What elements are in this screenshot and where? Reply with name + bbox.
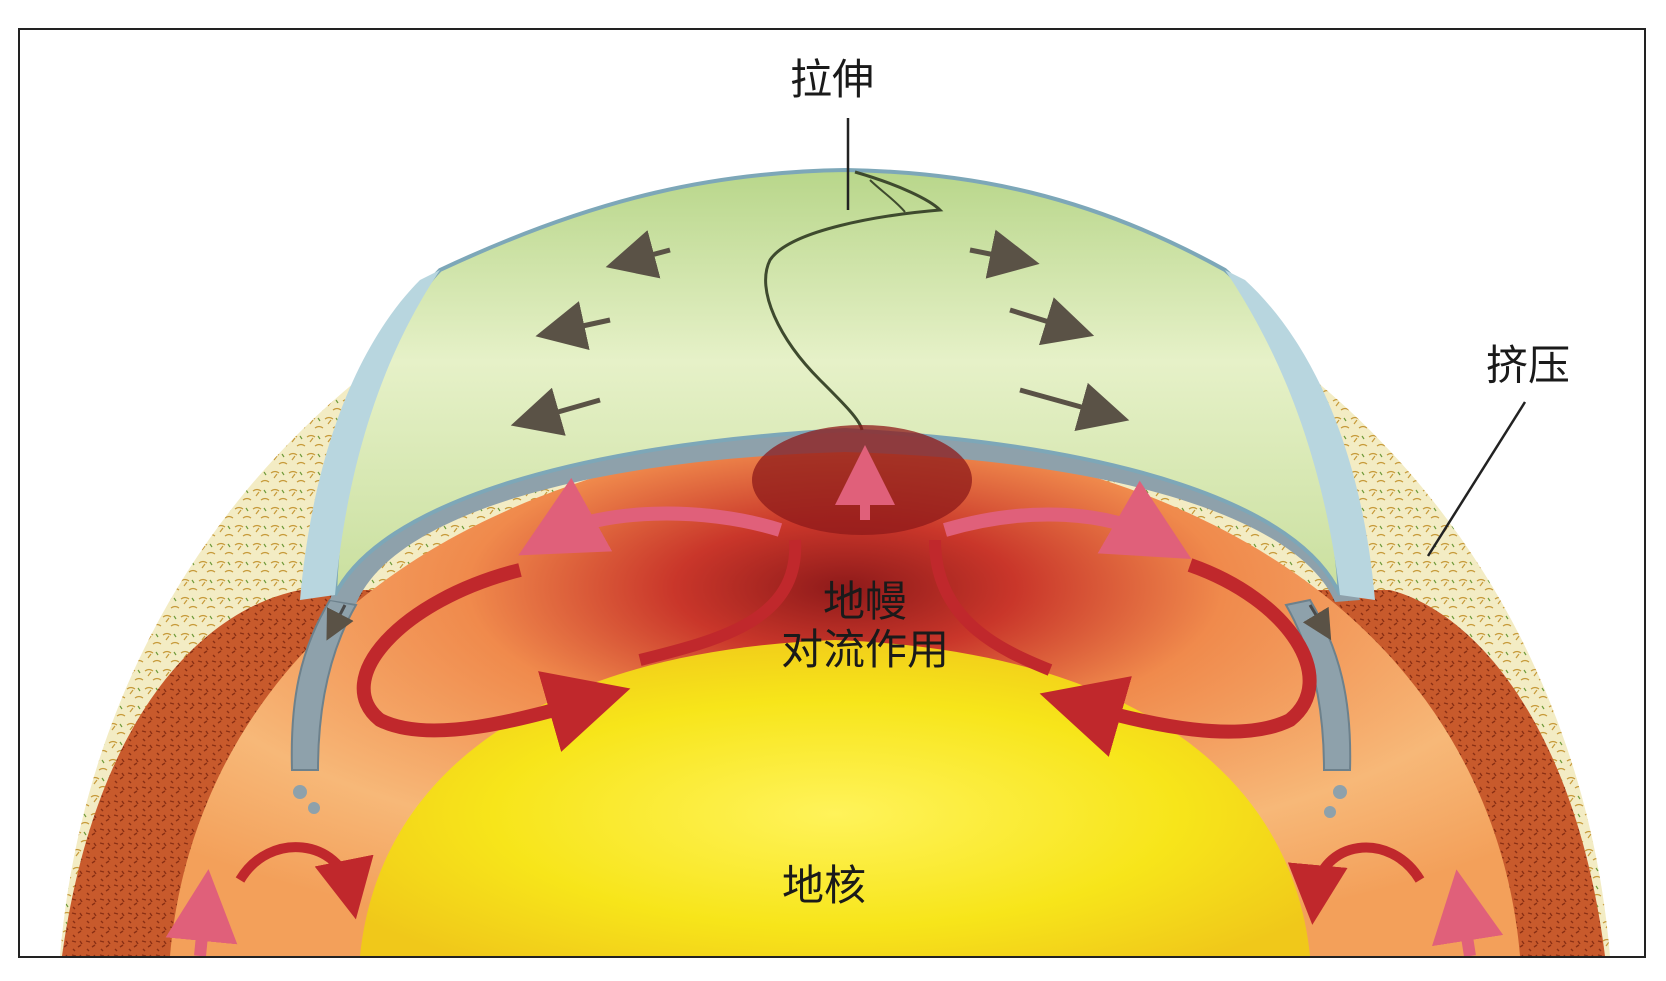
red-curved-arrow-icon (235, 842, 374, 920)
convection-label: 对流作用 (780, 625, 949, 675)
mantle-label-group: 地幔 对流作用 (770, 577, 960, 675)
rift-crack-secondary (869, 179, 906, 213)
right-plate-edge (1225, 270, 1375, 600)
dark-arrow-icon (535, 301, 611, 351)
red-curved-arrow-icon (165, 869, 238, 956)
red-curved-arrow-icon (518, 477, 783, 556)
plate-motion-arrows (326, 229, 1332, 641)
red-curved-arrow-icon (943, 480, 1192, 559)
red-curved-arrow-icon (1287, 842, 1425, 925)
dark-arrow-icon (605, 230, 671, 279)
stretch-label: 拉伸 (790, 55, 875, 104)
compress-leader-line (1426, 401, 1527, 557)
dark-arrow-icon (1302, 604, 1332, 641)
dark-arrow-icon (1019, 382, 1130, 432)
left-subducting-slab (290, 598, 358, 771)
red-curved-arrow-icon (929, 539, 1053, 676)
mantle-label: 地幔 (822, 577, 907, 626)
slab-fragment (1333, 785, 1347, 799)
dark-arrow-icon (326, 604, 354, 641)
slab-fragment (308, 802, 320, 814)
slab-fragment (293, 785, 307, 799)
dark-arrow-icon (969, 229, 1040, 279)
red-curved-arrow-icon (1432, 869, 1504, 956)
rift-crack (764, 170, 944, 431)
red-curved-arrow-icon (638, 539, 802, 666)
red-curved-arrow-icon (1039, 558, 1317, 757)
plate-base-band (330, 420, 1360, 604)
left-plate-edge (300, 270, 440, 600)
convection-arrows (165, 477, 1504, 956)
core-label: 地核 (782, 861, 867, 910)
slab-fragment (1324, 806, 1336, 818)
red-curved-arrow-icon (356, 563, 631, 752)
dark-arrow-icon (1009, 297, 1095, 346)
dark-arrow-icon (510, 387, 601, 436)
compress-label: 挤压 (1486, 341, 1571, 390)
